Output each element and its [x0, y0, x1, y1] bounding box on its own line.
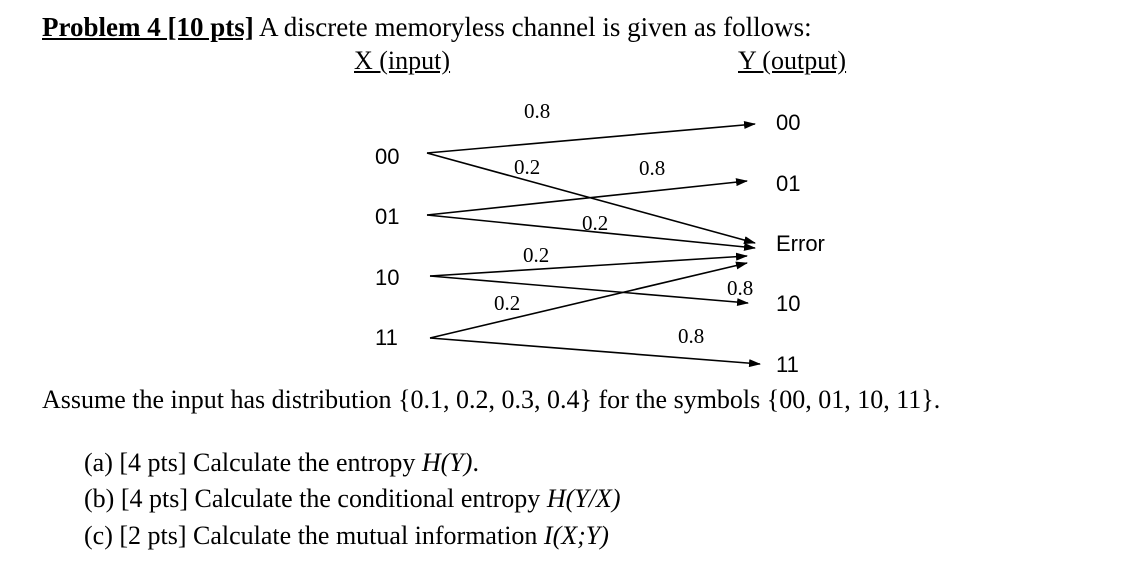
prob-label-00-00: 0.8 [524, 99, 550, 123]
input-header: X (input) [354, 46, 451, 75]
transition-00-to-00 [426, 120, 756, 154]
question-a-text: (a) [4 pts] Calculate the entropy [84, 448, 422, 477]
problem-label: Problem 4 [10 pts] [42, 12, 254, 42]
prob-label-11-error: 0.2 [494, 291, 520, 315]
question-a: (a) [4 pts] Calculate the entropy H(Y). [84, 446, 479, 480]
output-symbol-01: 01 [776, 171, 800, 196]
transition-11-to-11 [429, 337, 761, 368]
transition-10-to-10 [429, 275, 749, 307]
prob-label-10-error: 0.2 [523, 243, 549, 267]
question-a-suffix: . [472, 448, 479, 477]
input-symbol-00: 00 [375, 144, 399, 169]
prob-label-00-error: 0.2 [514, 155, 540, 179]
transition-11-to-error [429, 261, 748, 339]
question-a-math: H(Y) [421, 448, 473, 477]
output-header: Y (output) [738, 46, 847, 75]
input-symbol-10: 10 [375, 265, 399, 290]
prob-label-10-10: 0.8 [727, 276, 753, 300]
question-b-text: (b) [4 pts] Calculate the conditional en… [84, 484, 547, 513]
input-symbol-01: 01 [375, 204, 399, 229]
question-c-math: I(X;Y) [543, 521, 609, 550]
transition-10-to-error [429, 252, 748, 277]
prob-label-01-error: 0.2 [582, 211, 608, 235]
input-distribution-statement: Assume the input has distribution {0.1, … [42, 385, 941, 414]
transition-01-to-error [426, 214, 756, 251]
output-symbol-10: 10 [776, 291, 800, 316]
problem-title-line: Problem 4 [10 pts] A discrete memoryless… [42, 10, 812, 44]
prob-label-11-11: 0.8 [678, 324, 704, 348]
transition-01-to-01 [426, 178, 748, 216]
prob-label-01-01: 0.8 [639, 156, 665, 180]
question-b: (b) [4 pts] Calculate the conditional en… [84, 482, 620, 516]
input-symbol-11: 11 [375, 325, 398, 350]
output-symbol-00: 00 [776, 110, 800, 135]
output-symbol-11: 11 [776, 352, 799, 377]
question-c: (c) [2 pts] Calculate the mutual informa… [84, 519, 609, 553]
problem-statement: A discrete memoryless channel is given a… [253, 12, 812, 42]
output-symbol-error: Error [776, 231, 825, 256]
question-b-math: H(Y/X) [546, 484, 621, 513]
question-c-text: (c) [2 pts] Calculate the mutual informa… [84, 521, 544, 550]
